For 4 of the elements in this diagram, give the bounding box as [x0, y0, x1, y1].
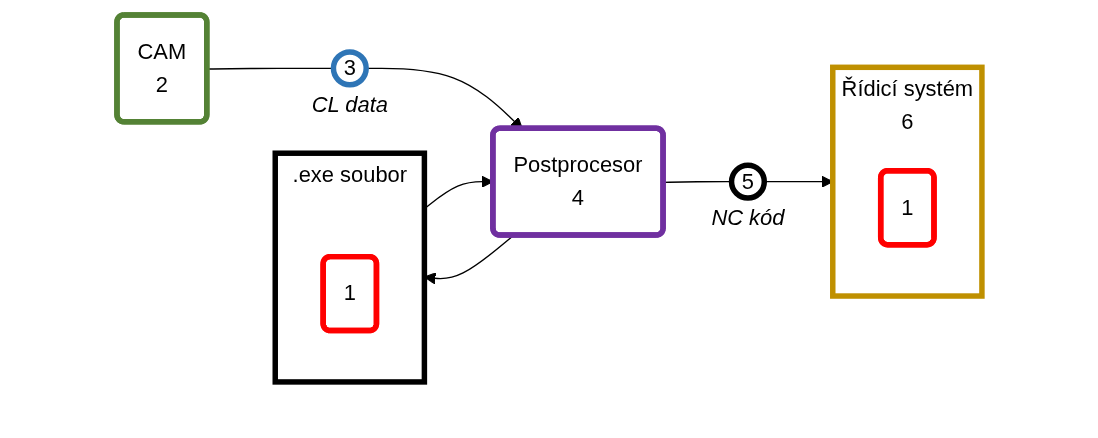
node-caption: CL data	[311, 92, 388, 118]
node-circle: 3	[330, 49, 369, 88]
node-circle: 5	[728, 162, 767, 201]
node-caption: NC kód	[710, 205, 784, 231]
